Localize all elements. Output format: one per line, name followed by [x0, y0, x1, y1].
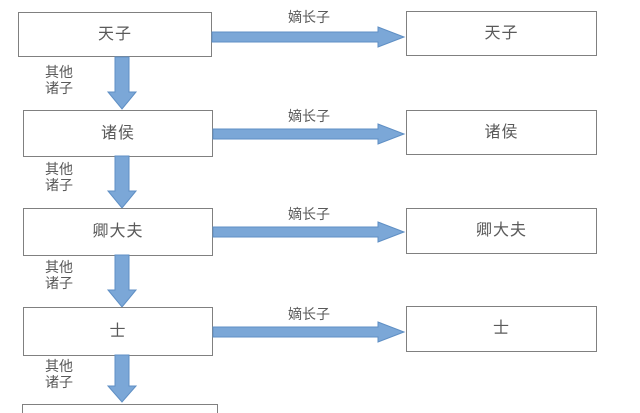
other-sons-label-4-line1: 其他 [45, 360, 73, 375]
other-sons-label-1-line2: 诸子 [45, 81, 73, 97]
heir-label-2: 嫡长子 [288, 110, 330, 125]
rank-box-left-2-label: 诸侯 [100, 124, 135, 142]
heir-arrow-4-shape [212, 321, 406, 343]
heir-arrow-3-shape [212, 221, 406, 243]
rank-box-left-3[interactable]: 卿大夫 [23, 208, 213, 256]
succession-arrow-3 [106, 254, 138, 308]
other-sons-label-3-line1: 其他 [45, 261, 73, 276]
other-sons-label-1: 其他 诸子 [45, 66, 73, 97]
rank-box-left-2[interactable]: 诸侯 [23, 110, 213, 157]
heir-arrow-4 [212, 321, 406, 343]
succession-arrow-2-shape [106, 155, 138, 209]
heir-label-1: 嫡长子 [288, 11, 330, 26]
rank-box-right-2-label: 诸侯 [484, 123, 519, 141]
rank-box-left-1-label: 天子 [97, 25, 132, 43]
heir-arrow-1 [211, 26, 406, 48]
heir-label-3: 嫡长子 [288, 208, 330, 223]
other-sons-label-1-line1: 其他 [45, 66, 73, 81]
succession-arrow-2 [106, 155, 138, 209]
other-sons-label-2: 其他 诸子 [45, 163, 73, 194]
succession-arrow-3-shape [106, 254, 138, 308]
rank-box-left-1[interactable]: 天子 [18, 12, 212, 57]
other-sons-label-3-line2: 诸子 [45, 276, 73, 292]
rank-box-left-5[interactable] [22, 404, 218, 413]
heir-arrow-1-shape [211, 26, 406, 48]
rank-box-right-2[interactable]: 诸侯 [406, 110, 597, 155]
rank-box-right-1-label: 天子 [484, 24, 519, 42]
succession-arrow-1-shape [106, 56, 138, 110]
other-sons-label-4: 其他 诸子 [45, 360, 73, 391]
heir-arrow-3 [212, 221, 406, 243]
succession-arrow-1 [106, 56, 138, 110]
rank-box-right-4-label: 士 [492, 320, 510, 337]
other-sons-label-2-line1: 其他 [45, 163, 73, 178]
rank-box-right-1[interactable]: 天子 [406, 11, 597, 56]
rank-box-left-3-label: 卿大夫 [92, 223, 144, 240]
other-sons-label-4-line2: 诸子 [45, 375, 73, 391]
succession-arrow-4-shape [106, 354, 138, 403]
heir-arrow-2 [212, 123, 406, 145]
rank-box-right-4[interactable]: 士 [406, 306, 597, 352]
rank-box-left-4[interactable]: 士 [23, 307, 213, 356]
rank-box-left-4-label: 士 [109, 322, 127, 340]
other-sons-label-2-line2: 诸子 [45, 178, 73, 194]
rank-box-right-3-label: 卿大夫 [475, 222, 527, 239]
rank-box-right-3[interactable]: 卿大夫 [406, 208, 597, 254]
succession-arrow-4 [106, 354, 138, 403]
other-sons-label-3: 其他 诸子 [45, 261, 73, 292]
heir-arrow-2-shape [212, 123, 406, 145]
heir-label-4: 嫡长子 [288, 308, 330, 323]
